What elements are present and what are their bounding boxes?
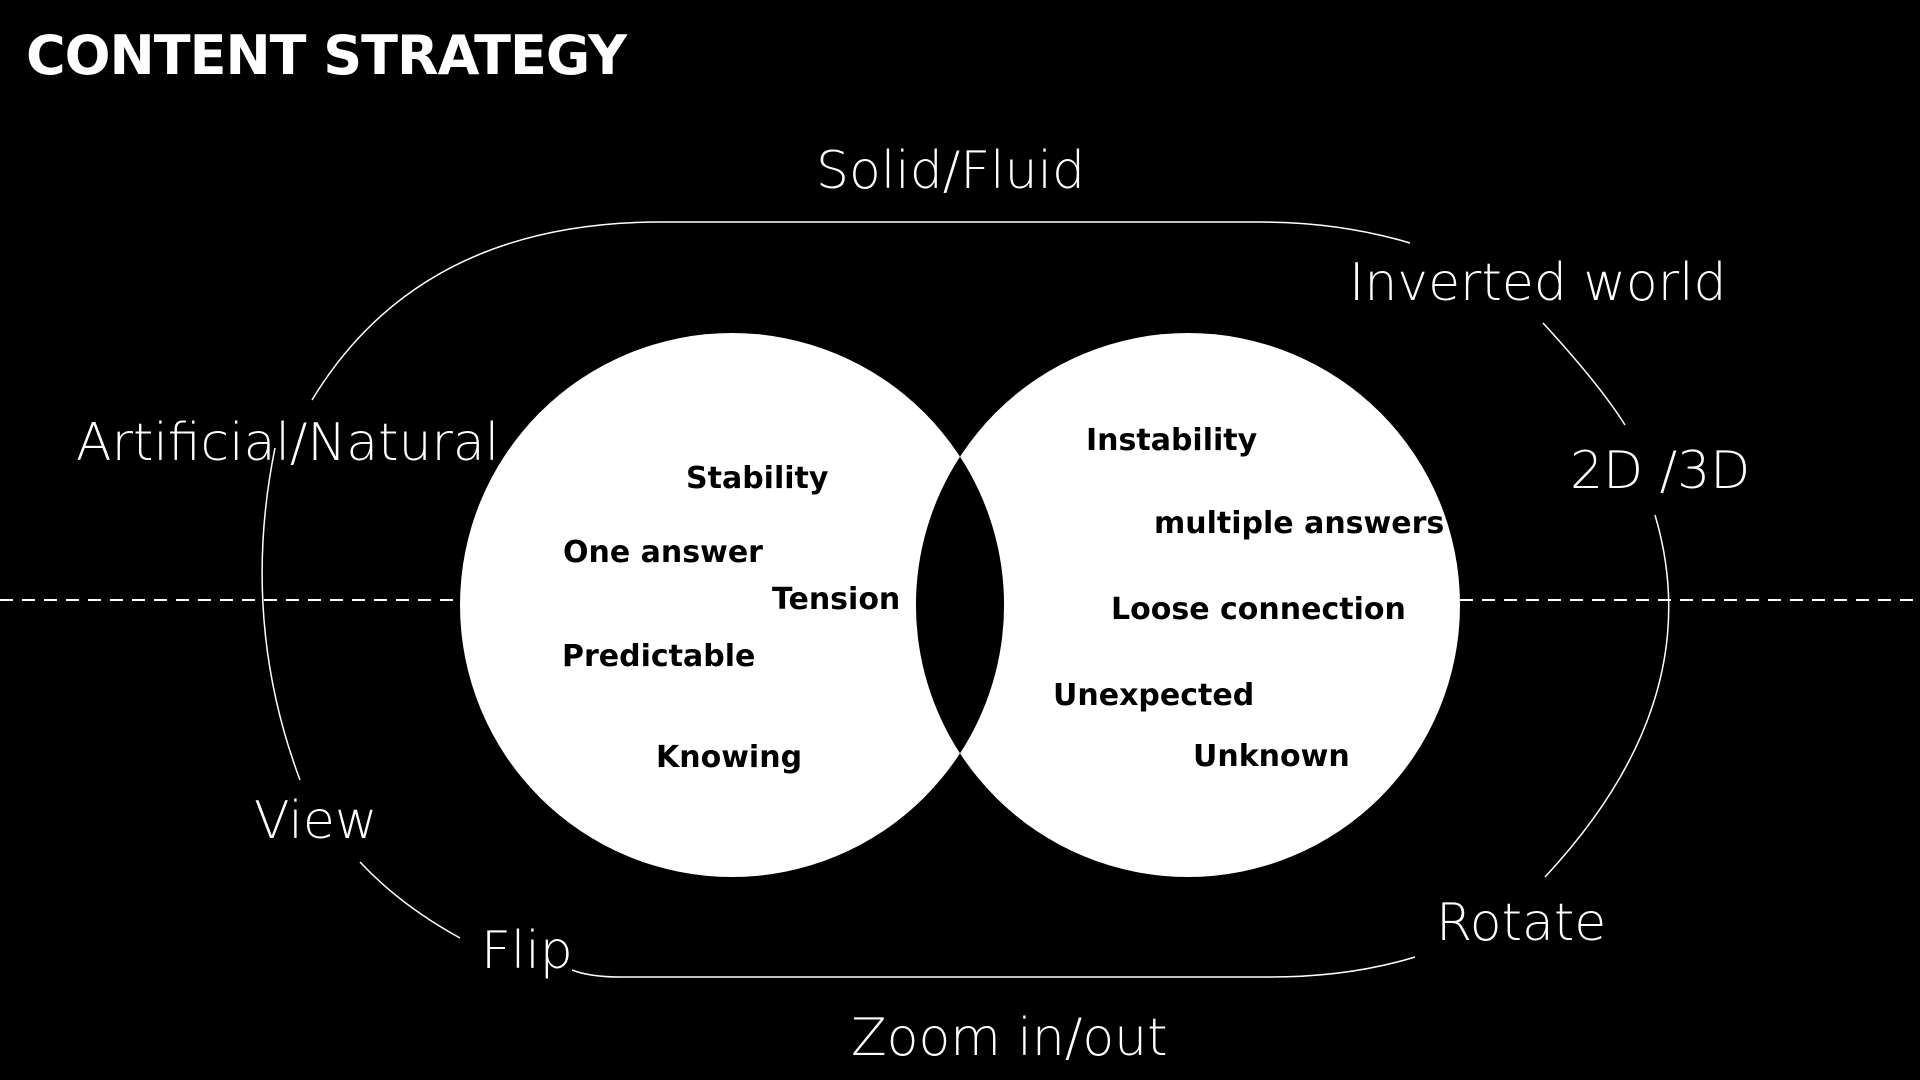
left-item-predictable: Predictable (562, 639, 755, 674)
left-item-one-answer: One answer (563, 535, 763, 570)
outer-ring-left-lower (261, 447, 301, 781)
outer-ring-right-lower (1544, 514, 1670, 878)
right-circle (916, 333, 1460, 877)
left-item-tension: Tension (772, 582, 900, 617)
outer-ring-bottom-line (571, 969, 1270, 978)
right-item-loose-connection: Loose connection (1111, 592, 1406, 627)
circle-intersection (915, 456, 1005, 754)
right-item-multiple-answers: multiple answers (1154, 506, 1444, 541)
label-view: View (254, 791, 377, 851)
label-zoom: Zoom in/out (851, 1008, 1168, 1068)
outer-ring-right-upper (1542, 322, 1626, 426)
label-artificial-natural: Artificial/Natural (76, 413, 499, 473)
outer-ring-top-left-arc (311, 221, 661, 401)
label-inverted-world: Inverted world (1349, 253, 1727, 313)
outer-ring (261, 221, 1670, 978)
outer-ring-bottom-right (1269, 956, 1416, 978)
left-item-stability: Stability (686, 461, 829, 496)
label-solid-fluid: Solid/Fluid (816, 141, 1085, 201)
label-2d-3d: 2D /3D (1570, 441, 1750, 501)
right-item-instability: Instability (1086, 423, 1258, 458)
page-title: CONTENT STRATEGY (26, 24, 627, 87)
left-circle (460, 333, 1004, 877)
outer-ring-bottom-left (359, 861, 461, 939)
label-rotate: Rotate (1436, 893, 1606, 953)
right-item-unexpected: Unexpected (1053, 678, 1254, 713)
label-flip: Flip (481, 921, 573, 981)
outer-ring-top-line (660, 221, 1411, 244)
right-item-unknown: Unknown (1193, 739, 1350, 774)
left-item-knowing: Knowing (656, 740, 802, 775)
